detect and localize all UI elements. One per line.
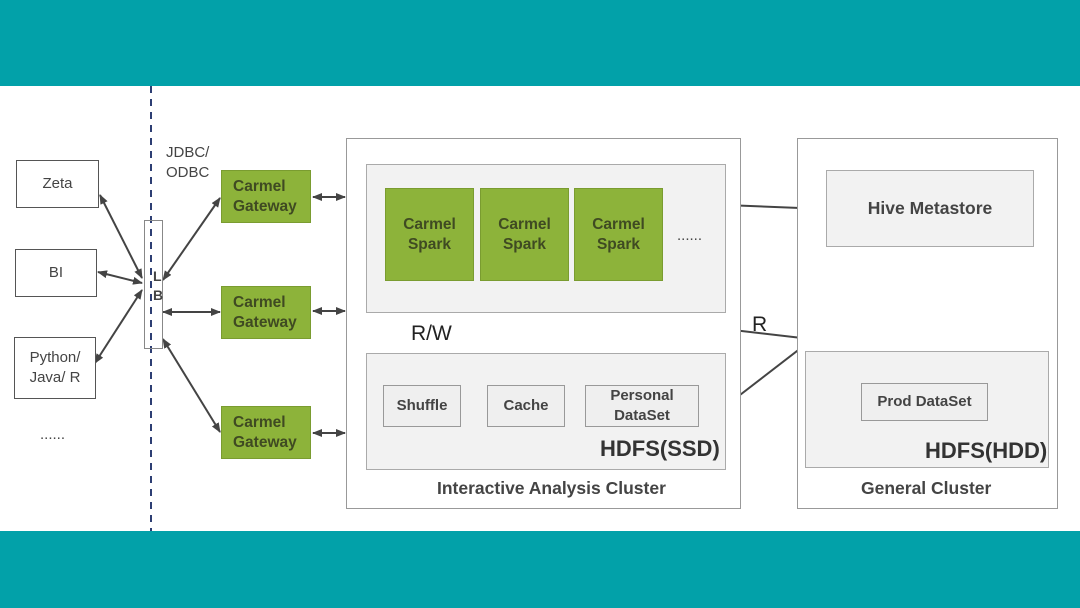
load-balancer-label: L B — [153, 268, 164, 303]
spark-node-3: Carmel Spark — [574, 188, 663, 281]
load-balancer — [144, 220, 163, 349]
client-zeta: Zeta — [16, 160, 99, 208]
hdfs-hdd-label: HDFS(HDD) — [925, 438, 1048, 463]
bottom-band — [0, 531, 1080, 608]
spark-node-2: Carmel Spark — [480, 188, 569, 281]
spark-node-1: Carmel Spark — [385, 188, 474, 281]
protocol-label: JDBC/ ODBC — [166, 144, 210, 181]
arrow-zeta-lb — [99, 194, 143, 279]
arrow-bi-lb — [97, 270, 143, 285]
storage-shuffle: Shuffle — [383, 385, 461, 427]
storage-personal-dataset: Personal DataSet — [585, 385, 699, 427]
storage-cache: Cache — [487, 385, 565, 427]
arrow-python-lb — [94, 289, 143, 364]
arrow-lb-gateway-3 — [162, 338, 221, 433]
arrow-lb-gateway-1 — [162, 197, 221, 281]
gateway-3: Carmel Gateway — [221, 406, 311, 459]
read-label: R — [752, 313, 768, 336]
client-bi: BI — [15, 249, 97, 297]
storage-prod-dataset: Prod DataSet — [861, 383, 988, 421]
interactive-cluster-title: Interactive Analysis Cluster — [437, 478, 666, 498]
gateway-2: Carmel Gateway — [221, 286, 311, 339]
rw-label: R/W — [411, 322, 452, 345]
gateway-1: Carmel Gateway — [221, 170, 311, 223]
general-cluster-title: General Cluster — [861, 478, 992, 498]
hdfs-ssd-label: HDFS(SSD) — [600, 436, 720, 461]
client-python-java-r: Python/ Java/ R — [14, 337, 96, 399]
clients-more: ...... — [40, 426, 66, 443]
top-band — [0, 0, 1080, 86]
hive-metastore: Hive Metastore — [826, 170, 1034, 247]
spark-more: ...... — [677, 227, 703, 244]
